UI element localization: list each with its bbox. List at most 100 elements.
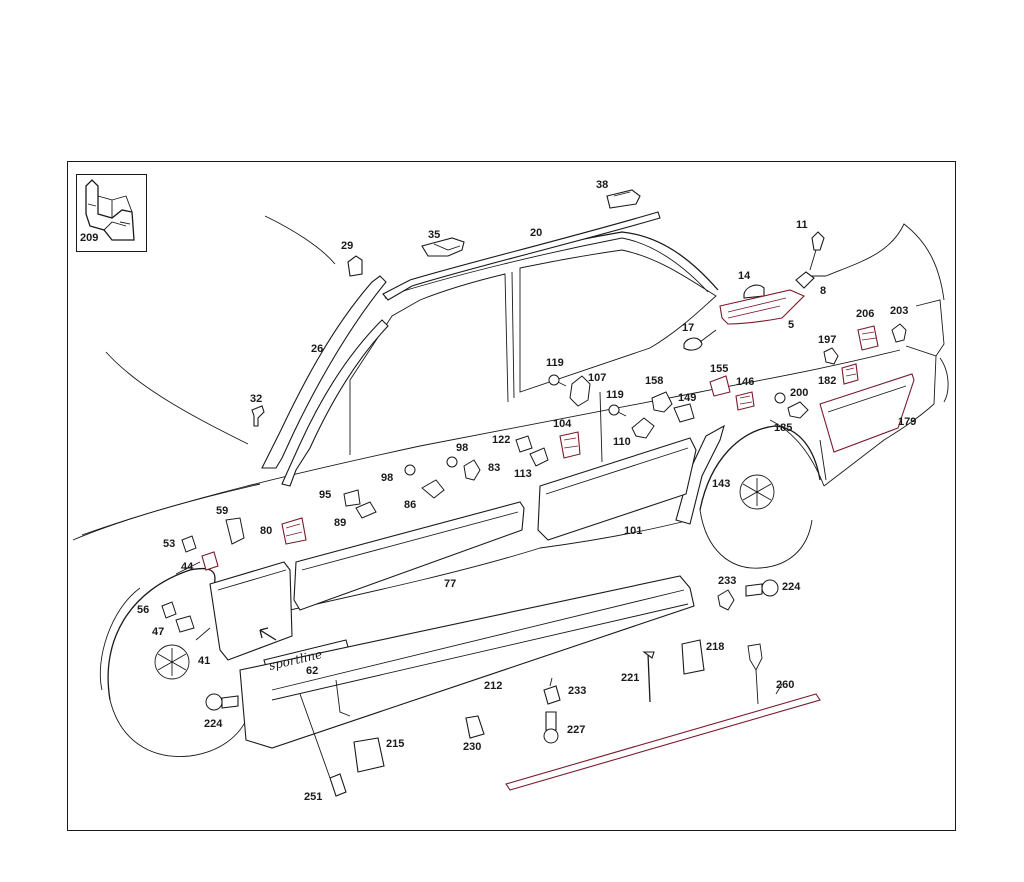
callout-86: 86 [404,499,416,511]
callout-200: 200 [790,387,808,399]
part-230 [465,715,485,739]
callout-101: 101 [624,525,642,537]
callout-119-b: 119 [606,389,624,401]
callout-110: 110 [613,436,631,448]
part-11 [809,231,825,271]
part-17-screw [683,329,717,351]
callout-83: 83 [488,462,500,474]
part-20-roof-rail [382,211,661,301]
callout-119-a: 119 [546,357,564,369]
callout-224-b: 224 [204,718,223,730]
callout-251: 251 [304,791,322,803]
callout-38: 38 [596,179,608,191]
part-212-sill [239,575,695,749]
inset-part-drawing [85,179,135,241]
part-182 [841,363,859,385]
callout-11: 11 [796,219,808,231]
part-56 [161,601,177,619]
diagram-frame [67,161,956,831]
part-110 [631,417,655,439]
part-113 [529,447,549,467]
part-119-b [608,404,627,417]
callout-8: 8 [820,285,826,297]
callout-20: 20 [530,227,542,239]
callout-212: 212 [484,680,502,692]
callout-98-a: 98 [456,442,468,454]
part-233-a [717,589,735,611]
callout-26: 26 [311,343,323,355]
part-107 [569,375,591,407]
part-233-b [543,677,561,705]
part-44 [201,551,219,571]
part-26-pillar-trim [261,275,389,487]
part-260-strip [505,643,821,791]
callout-158: 158 [645,375,663,387]
callout-32: 32 [250,393,262,405]
callout-209: 209 [80,232,98,244]
part-149 [673,403,695,423]
part-80 [281,517,307,545]
callout-labels: 209 38 35 20 29 11 14 8 5 17 26 32 206 2… [80,179,916,803]
part-32 [251,405,265,427]
callout-221: 221 [621,672,639,684]
callout-53: 53 [163,538,175,550]
part-47 [175,615,195,633]
callout-233-a: 233 [718,575,736,587]
callout-218: 218 [706,641,724,653]
callout-41: 41 [198,655,210,667]
callout-215: 215 [386,738,404,750]
callout-179: 179 [898,416,916,428]
callout-56: 56 [137,604,149,616]
part-122 [515,435,533,453]
part-86 [421,479,445,499]
part-158 [651,391,673,413]
callout-59: 59 [216,505,228,517]
callout-80: 80 [260,525,272,537]
part-146 [735,391,755,411]
callout-233-b: 233 [568,685,586,697]
part-95 [343,489,361,507]
part-251 [299,693,347,797]
part-119-a [548,374,567,387]
part-218 [681,639,705,675]
callout-224-a: 224 [782,581,801,593]
part-83 [463,459,481,481]
part-98-a [446,456,458,468]
callout-122: 122 [492,434,510,446]
callout-77: 77 [444,578,456,590]
part-101-door-trim [537,437,697,541]
callout-113: 113 [514,468,532,480]
part-98-b [404,464,416,476]
part-38 [606,189,641,209]
callout-95: 95 [319,489,331,501]
callout-149: 149 [678,392,696,404]
part-77-door-trim [293,501,525,611]
callout-143: 143 [712,478,730,490]
callout-260: 260 [776,679,794,691]
part-185 [787,401,809,419]
part-14 [743,284,765,299]
callout-203: 203 [890,305,908,317]
part-215 [353,737,385,773]
part-53 [181,535,197,553]
callout-98-b: 98 [381,472,393,484]
part-203 [891,323,907,343]
callout-206: 206 [856,308,874,320]
callout-230: 230 [463,741,481,753]
callout-17: 17 [682,322,694,334]
part-224-b [205,693,239,711]
callout-185: 185 [774,422,792,434]
part-104 [559,431,581,459]
part-59 [225,517,245,545]
callout-182: 182 [818,375,836,387]
part-35 [421,237,465,257]
part-89 [355,501,377,519]
callout-107: 107 [588,372,606,384]
part-224-a [745,579,779,597]
callout-89: 89 [334,517,346,529]
front-wheel [99,567,249,757]
part-41-fender-trim [209,561,293,661]
car-body-outline [72,215,949,611]
callout-62: 62 [306,665,318,677]
